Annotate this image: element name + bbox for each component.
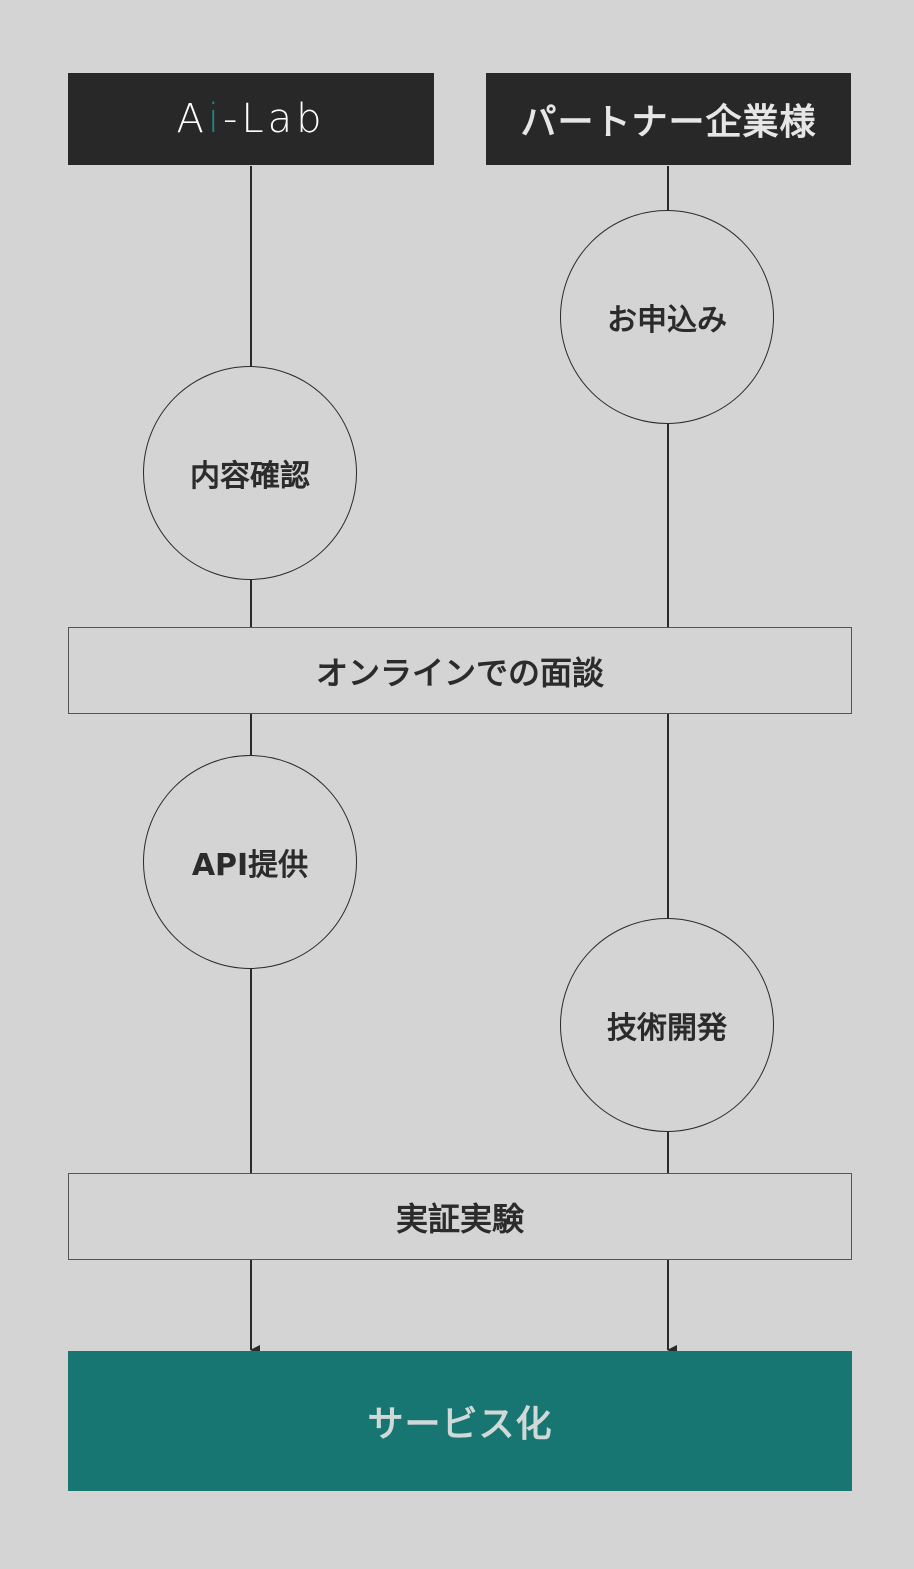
step-service: サービス化 xyxy=(68,1351,852,1491)
logo-suffix: -Lab xyxy=(222,96,326,142)
logo-accent-letter: i xyxy=(207,96,223,142)
partner-header-label: パートナー企業様 xyxy=(520,102,817,143)
step-api-label: API提供 xyxy=(191,848,309,883)
step-api: API提供 xyxy=(143,755,357,969)
step-service-label: サービス化 xyxy=(367,1404,553,1445)
step-tech-dev-label: 技術開発 xyxy=(607,1011,727,1046)
logo-prefix: A xyxy=(176,96,208,142)
step-tech-dev: 技術開発 xyxy=(560,918,774,1132)
step-online-meeting-label: オンラインでの面談 xyxy=(315,653,604,692)
ai-lab-logo: Ai-Lab xyxy=(176,96,325,142)
step-apply-label: お申込み xyxy=(607,303,727,338)
partner-header: パートナー企業様 xyxy=(486,73,851,165)
step-online-meeting: オンラインでの面談 xyxy=(68,627,852,714)
ai-lab-header: Ai-Lab xyxy=(68,73,434,165)
step-apply: お申込み xyxy=(560,210,774,424)
step-confirm-label: 内容確認 xyxy=(190,459,310,494)
step-poc: 実証実験 xyxy=(68,1173,852,1260)
step-confirm: 内容確認 xyxy=(143,366,357,580)
step-poc-label: 実証実験 xyxy=(395,1199,524,1238)
